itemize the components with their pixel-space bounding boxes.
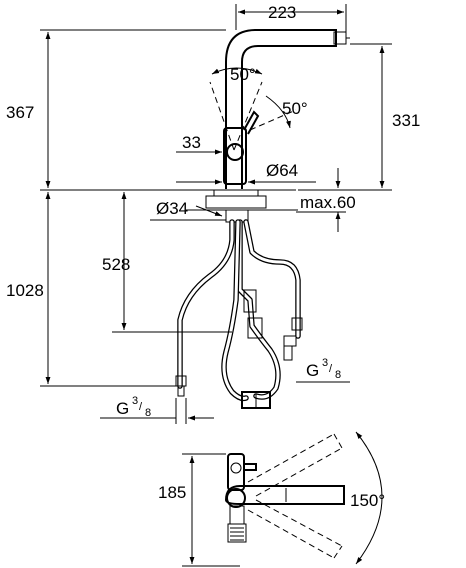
thread-right-g: G — [306, 361, 319, 380]
thread-right-num: 3 — [322, 357, 328, 369]
rotation-angle-label: 150° — [350, 491, 385, 510]
thread-left-num: 3 — [132, 395, 138, 407]
max-deck-thickness-label: max.60 — [300, 193, 356, 212]
total-height-top-label: 367 — [6, 103, 34, 122]
thread-right-slash: / — [329, 363, 333, 375]
plan-depth-label: 185 — [158, 483, 186, 502]
thread-left-g: G — [116, 399, 129, 418]
spout-reach-label: 223 — [268, 3, 296, 22]
swivel-angle-lines — [209, 67, 297, 151]
hole-diameter-label: Ø34 — [156, 199, 188, 218]
faucet-side-view — [186, 29, 350, 223]
swivel-angle-left-label: 50° — [230, 65, 256, 84]
hose-length-total-label: 1028 — [6, 281, 44, 300]
body-diameter-label: Ø64 — [266, 161, 298, 180]
hose-length-small-label: 528 — [102, 255, 130, 274]
supply-hoses — [175, 219, 303, 409]
spout-height-label: 331 — [392, 111, 420, 130]
lever-offset-label: 33 — [182, 133, 201, 152]
dimension-lines — [40, 4, 392, 424]
thread-left-slash: / — [139, 401, 143, 413]
swivel-angle-right-label: 50° — [282, 99, 308, 118]
faucet-plan-view — [182, 431, 383, 567]
thread-right-den: 8 — [335, 369, 341, 381]
thread-left-den: 8 — [145, 407, 151, 419]
